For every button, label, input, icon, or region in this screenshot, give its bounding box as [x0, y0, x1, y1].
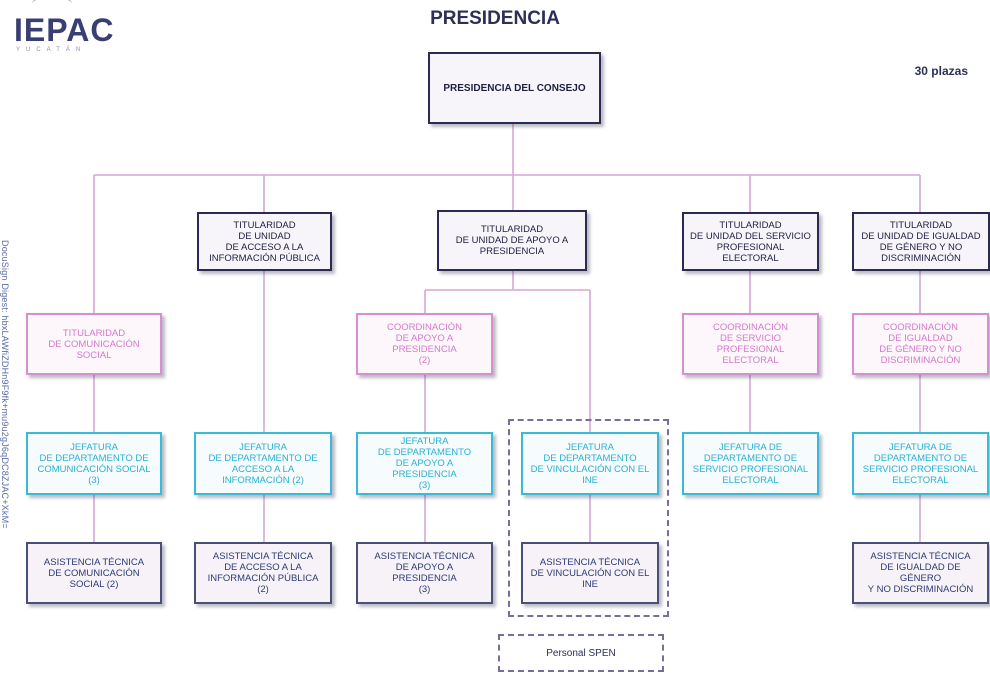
box-titularidad-igualdad: TITULARIDAD DE UNIDAD DE IGUALDAD DE GÉN… [852, 212, 990, 271]
box-asistencia-vinculacion: ASISTENCIA TÉCNICA DE VINCULACIÓN CON EL… [521, 542, 659, 604]
box-jefatura-acceso: JEFATURA DE DEPARTAMENTO DE ACCESO A LA … [194, 432, 332, 495]
box-jefatura-comunicacion: JEFATURA DE DEPARTAMENTO DE COMUNICACIÓN… [26, 432, 162, 495]
page-title: PRESIDENCIA [430, 8, 560, 29]
box-asistencia-comunicacion: ASISTENCIA TÉCNICA DE COMUNICACIÓN SOCIA… [26, 542, 162, 604]
box-coordinacion-servicio: COORDINACIÓN DE SERVICIO PROFESIONAL ELE… [682, 313, 819, 375]
logo-text: IEPAC [14, 12, 115, 48]
box-coordinacion-igualdad: COORDINACIÓN DE IGUALDAD DE GÉNERO Y NO … [852, 313, 989, 375]
box-asistencia-igualdad: ASISTENCIA TÉCNICA DE IGUALDAD DE GÉNERO… [852, 542, 989, 604]
iepac-logo: IEPAC YUCATÁN [6, 0, 113, 54]
box-jefatura-apoyo: JEFATURA DE DEPARTAMENTO DE APOYO A PRES… [356, 432, 493, 495]
box-titularidad-apoyo: TITULARIDAD DE UNIDAD DE APOYO A PRESIDE… [437, 210, 587, 271]
logo-subtext: YUCATÁN [16, 47, 87, 53]
spen-legend-label: Personal SPEN [546, 647, 616, 659]
box-asistencia-apoyo: ASISTENCIA TÉCNICA DE APOYO A PRESIDENCI… [356, 542, 493, 604]
plazas-count: 30 plazas [914, 64, 968, 78]
box-titularidad-acceso: TITULARIDAD DE UNIDAD DE ACCESO A LA INF… [197, 212, 332, 271]
box-coordinacion-apoyo: COORDINACIÓN DE APOYO A PRESIDENCIA (2) [356, 313, 493, 375]
box-titularidad-servicio: TITULARIDAD DE UNIDAD DEL SERVICIO PROFE… [682, 212, 819, 271]
box-presidencia-consejo: PRESIDENCIA DEL CONSEJO [428, 52, 601, 124]
spen-legend: Personal SPEN [498, 634, 664, 672]
box-jefatura-servicio: JEFATURA DE DEPARTAMENTO DE SERVICIO PRO… [682, 432, 819, 495]
box-asistencia-acceso: ASISTENCIA TÉCNICA DE ACCESO A LA INFORM… [194, 542, 332, 604]
box-jefatura-igualdad: JEFATURA DE DEPARTAMENTO DE SERVICIO PRO… [852, 432, 989, 495]
box-jefatura-vinculacion: JEFATURA DE DEPARTAMENTO DE VINCULACIÓN … [521, 432, 659, 495]
spen-group-outline [508, 419, 669, 617]
watermark-text: DocuSign Digest: hbxLAWfiZDHn9F9fk+mu9u2… [0, 240, 10, 529]
docusign-watermark: DocuSign Digest: hbxLAWfiZDHn9F9fk+mu9u2… [0, 240, 14, 660]
box-titularidad-comunicacion: TITULARIDAD DE COMUNICACIÓN SOCIAL [26, 313, 162, 375]
